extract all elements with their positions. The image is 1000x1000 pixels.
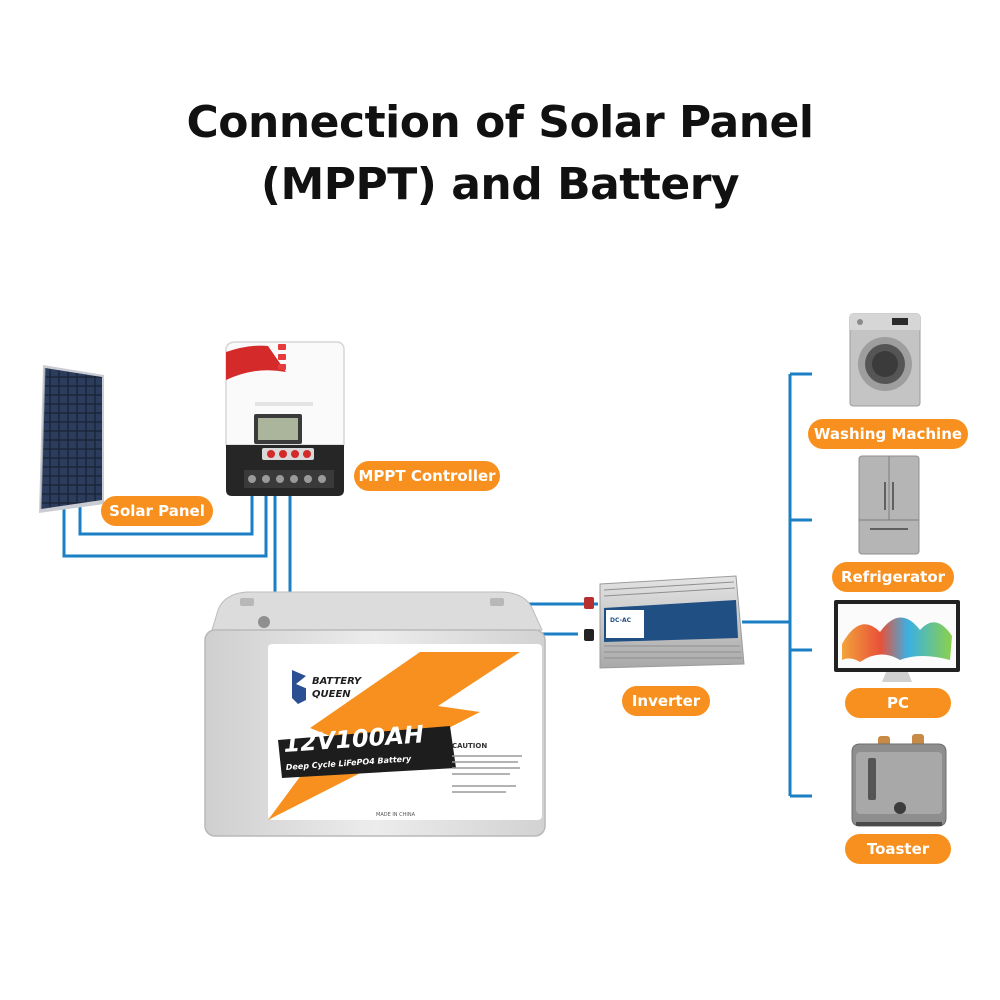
battery-queen-logo [292,670,310,704]
mppt-controller-image [225,341,345,496]
washing-machine-image [849,313,921,407]
toaster-label: Toaster [845,834,951,864]
refrigerator-label: Refrigerator [832,562,954,592]
inverter-label-tag: Inverter [622,686,710,716]
page-title: Connection of Solar Panel (MPPT) and Bat… [0,92,1000,216]
battery-caution-text-lines [452,755,522,793]
battery-brand-line1: BATTERY [312,676,363,687]
inverter-label: DC-AC [610,617,632,624]
title-line-2: (MPPT) and Battery [260,159,740,210]
wire-panel-to-controller-a [62,486,268,558]
inverter-image: DC-AC [584,575,745,669]
solar-panel-label: Solar Panel [101,496,213,526]
pc-image [834,600,960,682]
wire-controller-to-battery-a [288,486,598,606]
pc-label: PC [845,688,951,718]
battery-caution: CAUTION [452,742,487,750]
toaster-image [851,734,947,827]
title-line-1: Connection of Solar Panel [186,97,814,148]
mppt-controller-label: MPPT Controller [354,461,500,491]
battery-image: BATTERY QUEEN 12V100AH Deep Cycle LiFePO… [204,591,546,837]
battery-origin: MADE IN CHINA [376,812,416,818]
battery-brand-line2: QUEEN [312,689,351,700]
washing-machine-label: Washing Machine [808,419,968,449]
wire-panel-to-controller-b [78,486,254,536]
solar-panel-image [39,365,104,513]
refrigerator-image [858,455,920,555]
